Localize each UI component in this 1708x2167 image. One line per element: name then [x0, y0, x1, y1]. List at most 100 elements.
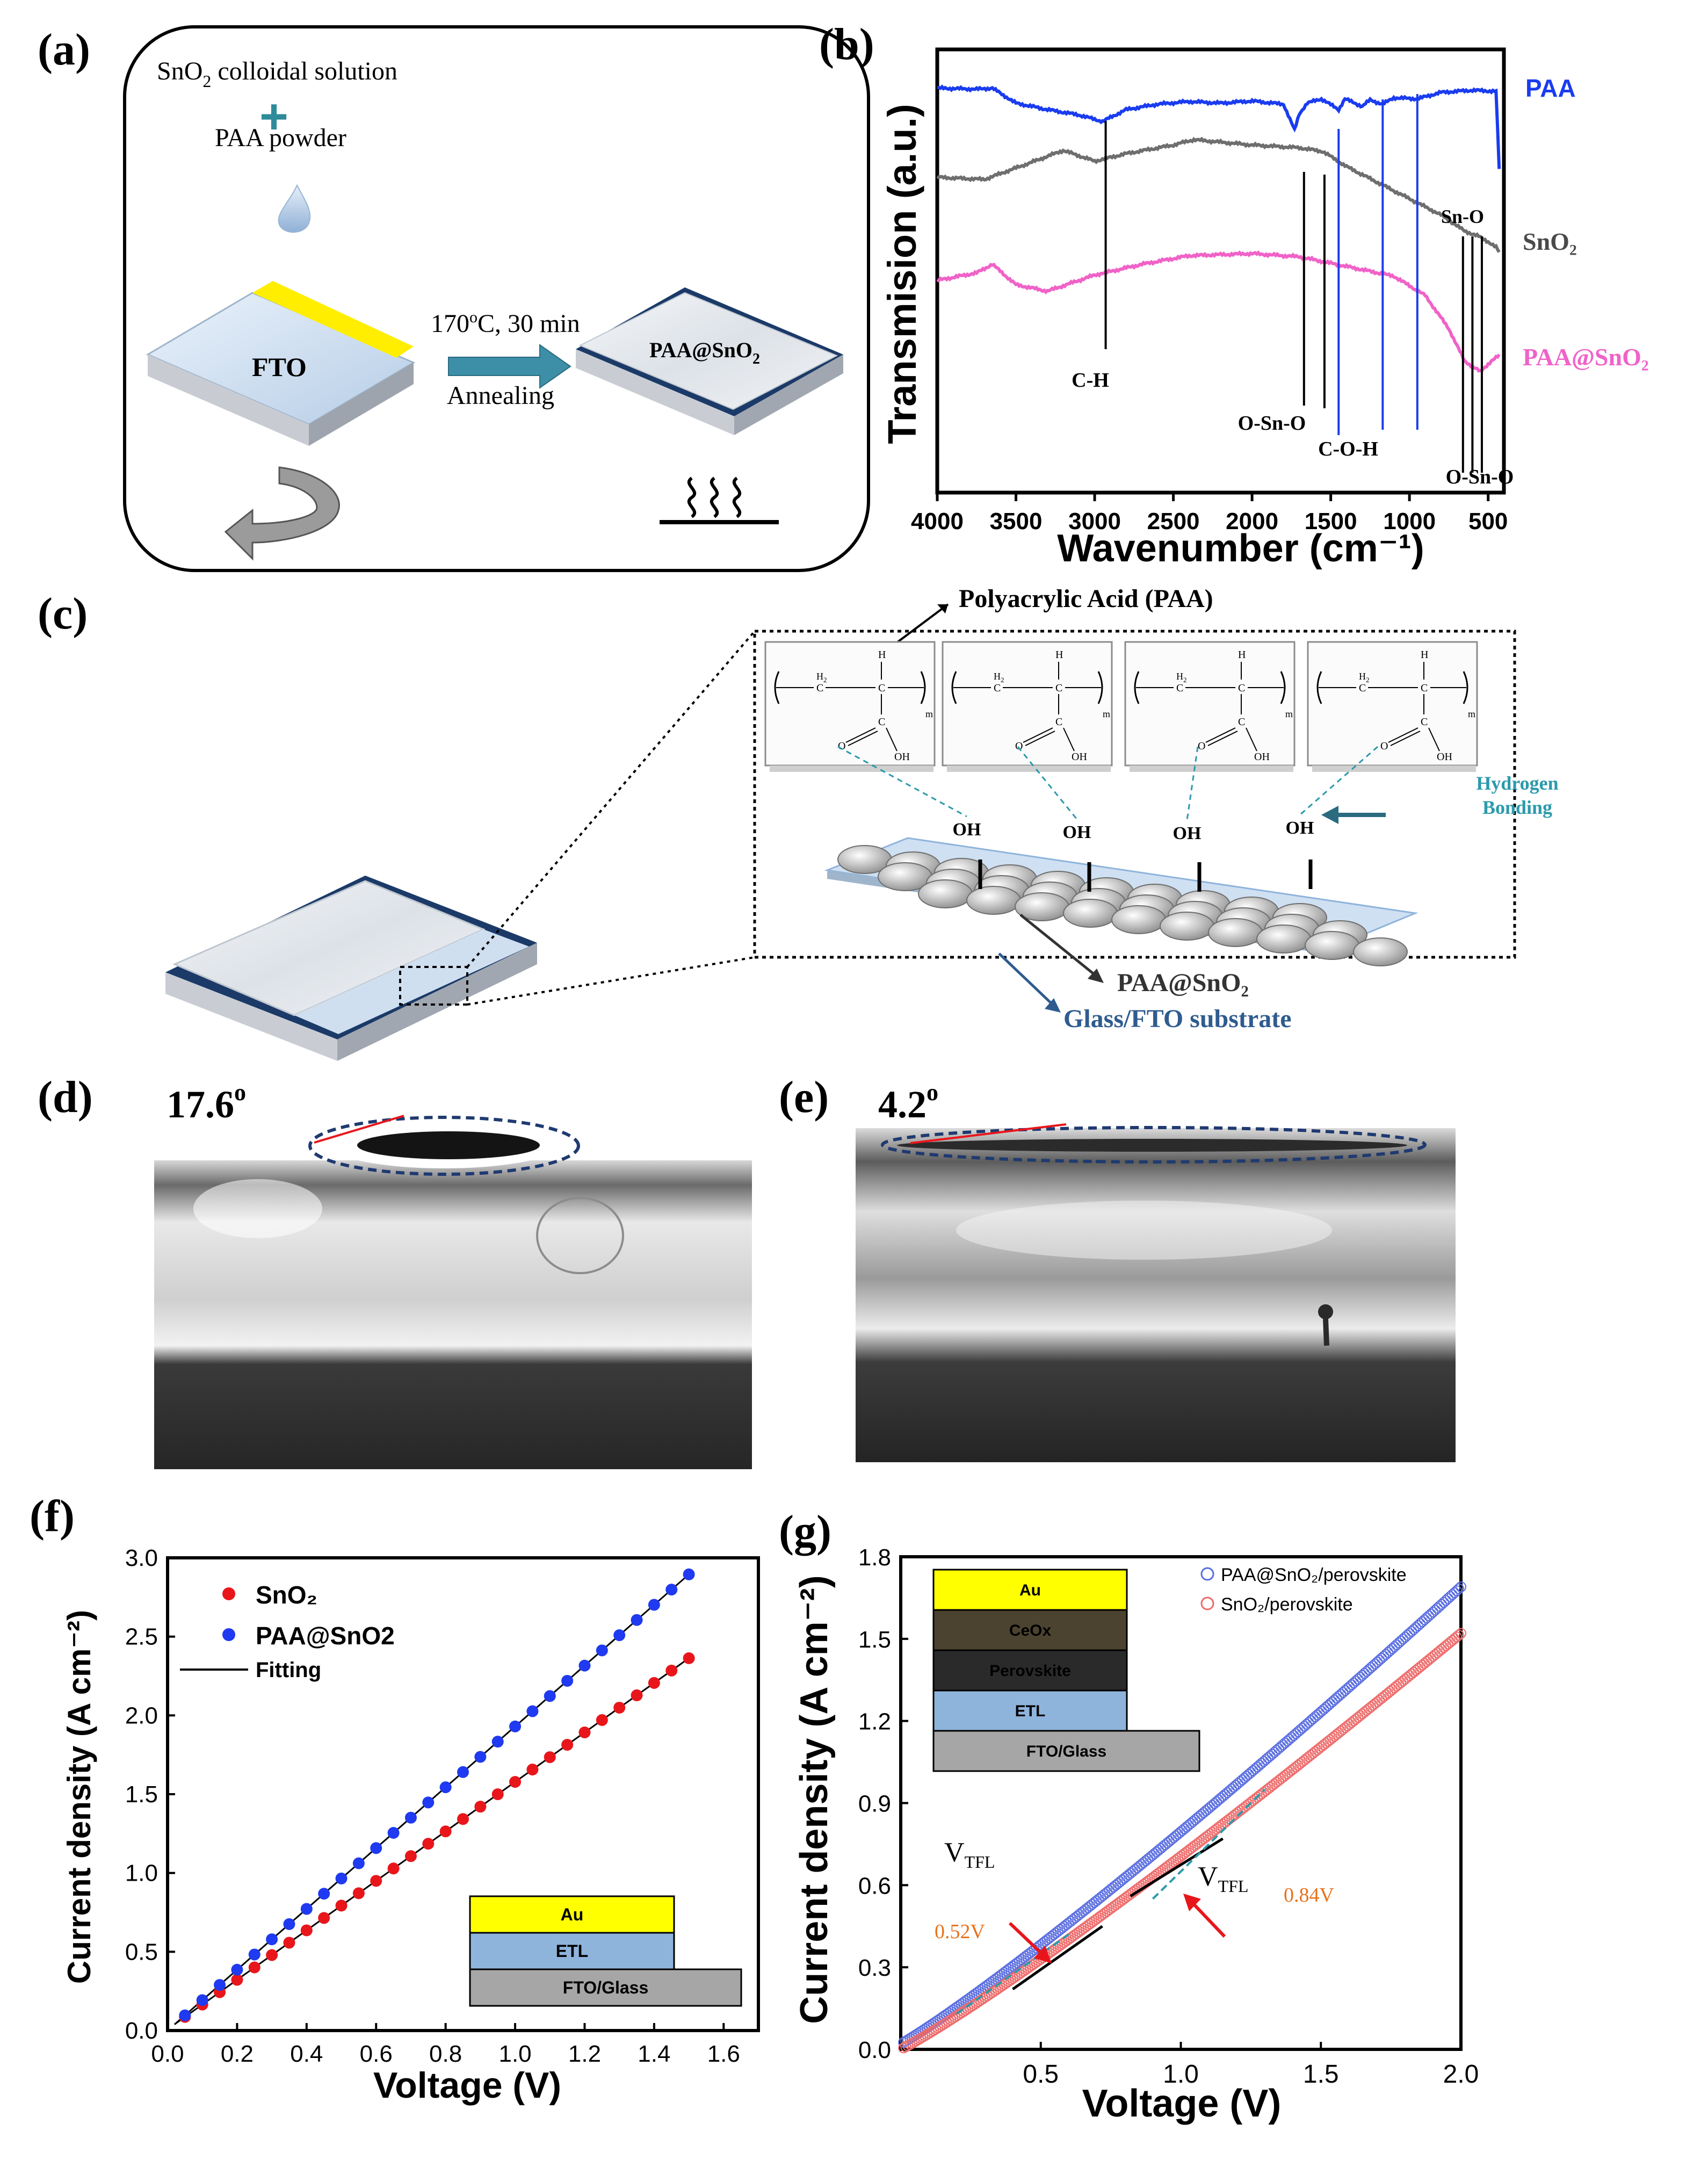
- jv-f-x-tick-label: 1.0: [498, 2041, 531, 2067]
- data-point-sno2: [613, 1701, 626, 1714]
- sno2-bead: [1305, 931, 1359, 960]
- sno2-bead-array: [837, 845, 1408, 966]
- ftir-label-paa: PAA: [1525, 74, 1576, 102]
- atom-h: H: [1238, 649, 1246, 661]
- jv-f-points: [179, 1568, 695, 2023]
- data-point-paa-sno2: [648, 1599, 660, 1611]
- droplet-d: [357, 1131, 540, 1159]
- data-point-sno2: [683, 1652, 695, 1664]
- data-point-paa-sno2: [231, 1963, 243, 1976]
- monomer-card: [1307, 641, 1478, 767]
- photo-d-highlight: [193, 1179, 322, 1238]
- ftir-y-axis-title: Transmision (a.u.): [880, 104, 924, 444]
- atom-oh: OH: [1437, 751, 1452, 763]
- zoom-inset-frame: [753, 630, 1516, 959]
- fto-substrate: FTO: [146, 281, 416, 446]
- data-point-sno2: [335, 1899, 348, 1912]
- tangent-sno2: [1130, 1837, 1224, 1897]
- jv-g-tangents: [956, 1788, 1266, 2015]
- jv-g-x-axis-title: Voltage (V): [1082, 2082, 1282, 2125]
- sno2-bead: [1063, 899, 1118, 928]
- annealing-condition: 170oC, 30 min: [431, 308, 580, 338]
- photo-d-bubble: [536, 1197, 624, 1274]
- atom-h2-sub: 2: [1001, 676, 1004, 684]
- jv-f-x-tick-label: 0.8: [429, 2041, 462, 2067]
- panel-label-e: (e): [779, 1072, 829, 1122]
- atom-c2: C: [1055, 682, 1062, 694]
- tangent-paa: [1012, 1925, 1103, 1990]
- atom-h2: H: [1359, 671, 1366, 682]
- ftir-label-sno2: SnO₂: [1523, 228, 1577, 255]
- stack-layer-label: FTO/Glass: [1026, 1743, 1107, 1760]
- bracket-right-icon: [1097, 671, 1103, 704]
- data-point-paa-sno2: [335, 1872, 348, 1884]
- tangent-line-e: [910, 1123, 1067, 1144]
- data-point-sno2: [300, 1924, 313, 1937]
- stack-layer: [932, 1730, 1200, 1772]
- data-point-sno2: [561, 1739, 574, 1751]
- ftir-x-tick-label: 500: [1468, 508, 1508, 534]
- solution-label: SnO2 colloidal solution: [157, 57, 397, 91]
- bracket-right-icon: [920, 671, 926, 704]
- bond: [1205, 727, 1236, 743]
- jv-f-x-tick-label: 1.6: [707, 2041, 740, 2067]
- data-point-sno2: [526, 1764, 539, 1776]
- atom-h: H: [1055, 649, 1063, 661]
- legend-g-paa-marker: [1200, 1567, 1214, 1581]
- atom-oh: OH: [1254, 751, 1270, 763]
- data-point-paa-sno2: [300, 1903, 313, 1915]
- droplet-d-outline: [308, 1116, 580, 1176]
- ftir-marker-label: O-Sn-O: [1446, 466, 1514, 488]
- jv-g-y-tick-label: 1.8: [858, 1544, 891, 1571]
- ftir-curve-paa: [937, 84, 1501, 169]
- annealing-arrow-icon: [448, 344, 571, 389]
- stack-layer-label: Au: [561, 1905, 584, 1924]
- data-point-paa-sno2: [214, 1979, 226, 1991]
- product-label: PAA@SnO2: [649, 338, 760, 367]
- data-point-paa-sno2: [509, 1720, 522, 1732]
- atom-h2: H: [816, 671, 823, 682]
- data-point-paa-sno2: [561, 1674, 574, 1687]
- bracket-right-icon: [1280, 671, 1286, 704]
- bond: [886, 727, 898, 752]
- atom-o: O: [1015, 740, 1023, 752]
- legend-g-sno2-label: SnO₂/perovskite: [1221, 1594, 1353, 1615]
- panel-label-a: (a): [38, 25, 90, 75]
- ftir-curve-paa-sno2: [936, 250, 1501, 373]
- panel-a: (a) SnO2 colloidal solution + PAA powder…: [38, 25, 870, 572]
- data-point-sno2: [404, 1850, 417, 1862]
- sno2-bead: [966, 886, 1021, 915]
- ftir-x-tick-label: 3500: [990, 508, 1043, 534]
- substrate-pointer: [998, 952, 1056, 1008]
- ftir-marker-label: O-Sn-O: [1238, 412, 1306, 435]
- data-point-paa-sno2: [439, 1781, 452, 1794]
- substrate-label: Glass/FTO substrate: [1063, 1005, 1292, 1033]
- sno2-bead: [1256, 924, 1311, 954]
- monomer-card: [942, 641, 1113, 767]
- oh-label: OH: [953, 820, 981, 840]
- data-point-sno2: [352, 1887, 365, 1899]
- bracket-left-icon: [1316, 671, 1322, 704]
- panel-a-frame: [123, 25, 870, 572]
- jv-f-y-tick-label: 1.5: [125, 1781, 158, 1808]
- jv-f-x-axis-title: Voltage (V): [373, 2065, 561, 2106]
- stack-layer-label: FTO/Glass: [563, 1978, 648, 1997]
- panel-label-f: (f): [30, 1491, 75, 1541]
- bond: [1246, 727, 1257, 752]
- stack-layer-label: ETL: [1015, 1702, 1046, 1720]
- photo-e-highlight: [956, 1201, 1332, 1260]
- vtfl-arrow-paa: [1008, 1922, 1045, 1957]
- data-point-paa-sno2: [665, 1584, 678, 1596]
- tangent-line-d: [314, 1115, 404, 1144]
- data-point-sno2: [283, 1937, 295, 1949]
- bond: [845, 727, 876, 743]
- heat-icon: [660, 476, 779, 524]
- monomer-card-shadow: [1130, 765, 1293, 772]
- jv-g-x-tick-label: 1.5: [1303, 2060, 1339, 2089]
- jv-g-y-tick-label: 0.0: [858, 2037, 891, 2063]
- vtfl-arrowhead-paa-icon: [1034, 1946, 1052, 1963]
